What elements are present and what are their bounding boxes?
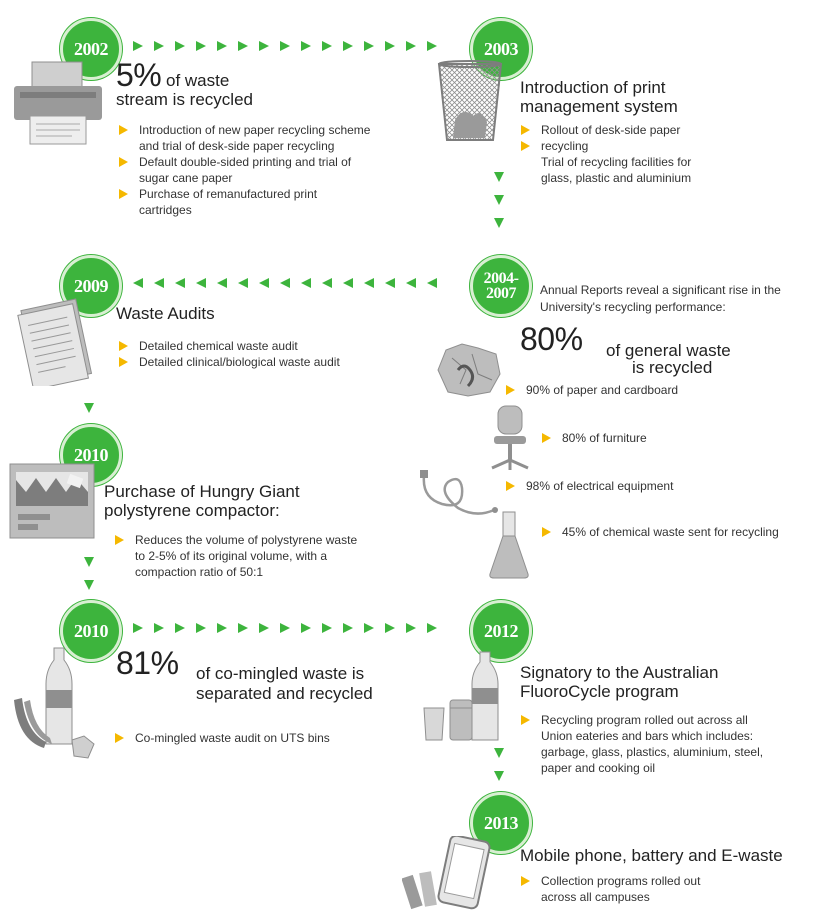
bullet-item: Introduction of new paper recycling sche… xyxy=(117,122,372,154)
bullets-2010-compactor: Reduces the volume of polystyrene waste … xyxy=(113,532,368,580)
bullet-item: Trial of recycling facilities for glass,… xyxy=(541,155,692,185)
bullet-item: Detailed chemical waste audit xyxy=(117,338,397,354)
year-label: 2010 xyxy=(74,444,109,465)
printer-icon xyxy=(14,61,102,145)
heading-line: of general waste xyxy=(606,341,731,360)
year-label: 2010 xyxy=(74,620,109,641)
heading-line: is recycled xyxy=(632,358,713,377)
bullet-item: Reduces the volume of polystyrene waste … xyxy=(113,532,368,580)
bullets-2012: Recycling program rolled out across all … xyxy=(519,712,764,776)
year-label: 2013 xyxy=(484,812,519,833)
bullet-item: 98% of electrical equipment xyxy=(504,478,673,494)
document-icon xyxy=(17,298,93,386)
bullets-2013: Collection programs rolled out across al… xyxy=(519,873,729,905)
arrow-row-2004-2009 xyxy=(133,278,437,288)
arrow-col-2010-2010 xyxy=(84,557,94,590)
year-label: 2009 xyxy=(74,275,109,296)
office-chair-icon xyxy=(491,405,529,470)
bullet-item: 80% of furniture xyxy=(540,430,647,446)
year-label: 2004-2007 xyxy=(483,270,519,302)
stat-percent: 80% xyxy=(520,321,583,357)
compactor-icon xyxy=(9,463,95,539)
heading-2009: Waste Audits xyxy=(116,304,215,323)
bullets-2002: Introduction of new paper recycling sche… xyxy=(117,122,372,218)
stat-percent: 81% xyxy=(116,645,179,681)
bottle-banana-icon xyxy=(14,647,95,759)
heading-line: Purchase of Hungry Giant xyxy=(104,482,300,501)
heading-2002: 5% of waste stream is recycled xyxy=(116,59,253,109)
stat-item-electrical: 98% of electrical equipment xyxy=(504,478,673,494)
heading-2012: Signatory to the Australian FluoroCycle … xyxy=(520,663,718,701)
heading-2010-compactor: Purchase of Hungry Giant polystyrene com… xyxy=(104,482,300,520)
bullet-item: recycling xyxy=(519,138,719,154)
bullet-item: Recycling program rolled out across all … xyxy=(519,712,764,776)
heading-2004-2007: 80% xyxy=(520,323,583,355)
wire-bin-icon xyxy=(437,60,503,141)
year-label-start: 2004- xyxy=(483,270,519,287)
stat-percent: 5% xyxy=(116,57,162,93)
heading-2013: Mobile phone, battery and E-waste xyxy=(520,846,783,865)
arrow-row-2010-2012 xyxy=(133,623,437,633)
cable-icon xyxy=(420,470,498,515)
bottle-cans-icon xyxy=(423,651,499,741)
heading-line: of waste xyxy=(165,71,230,90)
arrow-col-2003-2004 xyxy=(494,172,504,228)
heading-2003: Introduction of print management system xyxy=(520,78,678,116)
bullet-item: Co-mingled waste audit on UTS bins xyxy=(113,730,373,746)
bullets-2010-comingled: Co-mingled waste audit on UTS bins xyxy=(113,730,373,746)
heading-line: separated and recycled xyxy=(196,684,373,703)
stat-item-chemical: 45% of chemical waste sent for recycling xyxy=(540,524,779,540)
intro-2004-2007: Annual Reports reveal a significant rise… xyxy=(540,283,781,314)
year-badge-2010-comingled: 2010 xyxy=(60,600,122,662)
heading-line: of co-mingled waste is xyxy=(196,664,365,683)
arrow-col-2012-2013 xyxy=(494,748,504,781)
crumpled-paper-icon xyxy=(437,343,501,397)
year-badge-2004-2007: 2004-2007 xyxy=(470,255,532,317)
arrow-row-2002-2003 xyxy=(133,41,437,51)
year-label: 2003 xyxy=(484,38,519,59)
arrow-col-2009-2010 xyxy=(84,403,94,413)
heading-line: stream is recycled xyxy=(116,90,253,109)
year-label-end: 2007 xyxy=(485,285,517,302)
heading-2004-2007-text: of general waste is recycled xyxy=(606,342,731,376)
bullet-item: 45% of chemical waste sent for recycling xyxy=(540,524,779,540)
bullets-2003: Rollout of desk-side paper recycling Tri… xyxy=(519,122,719,186)
bullet-item: Rollout of desk-side paper xyxy=(519,122,719,138)
bullet-item: Purchase of remanufactured print cartrid… xyxy=(117,186,372,218)
bullet-item: Default double-sided printing and trial … xyxy=(117,154,372,186)
bullet-item: 90% of paper and cardboard xyxy=(504,382,678,398)
heading-2010-comingled-text: of co-mingled waste is separated and rec… xyxy=(196,664,373,704)
stat-item-paper: 90% of paper and cardboard xyxy=(504,382,678,398)
heading-line: FluoroCycle program xyxy=(520,682,679,701)
bullet-item: Detailed clinical/biological waste audit xyxy=(117,354,397,370)
year-label: 2002 xyxy=(74,38,109,59)
heading-line: polystyrene compactor: xyxy=(104,501,280,520)
stat-item-furniture: 80% of furniture xyxy=(540,430,647,446)
flask-icon xyxy=(489,511,529,579)
year-badge-2013: 2013 xyxy=(470,792,532,854)
bullet-item: Collection programs rolled out across al… xyxy=(519,873,729,905)
year-label: 2012 xyxy=(484,620,519,641)
phone-battery-icon xyxy=(402,836,491,910)
heading-line: Signatory to the Australian xyxy=(520,663,719,682)
heading-2010-comingled: 81% xyxy=(116,647,179,679)
bullets-2009: Detailed chemical waste audit Detailed c… xyxy=(117,338,397,370)
